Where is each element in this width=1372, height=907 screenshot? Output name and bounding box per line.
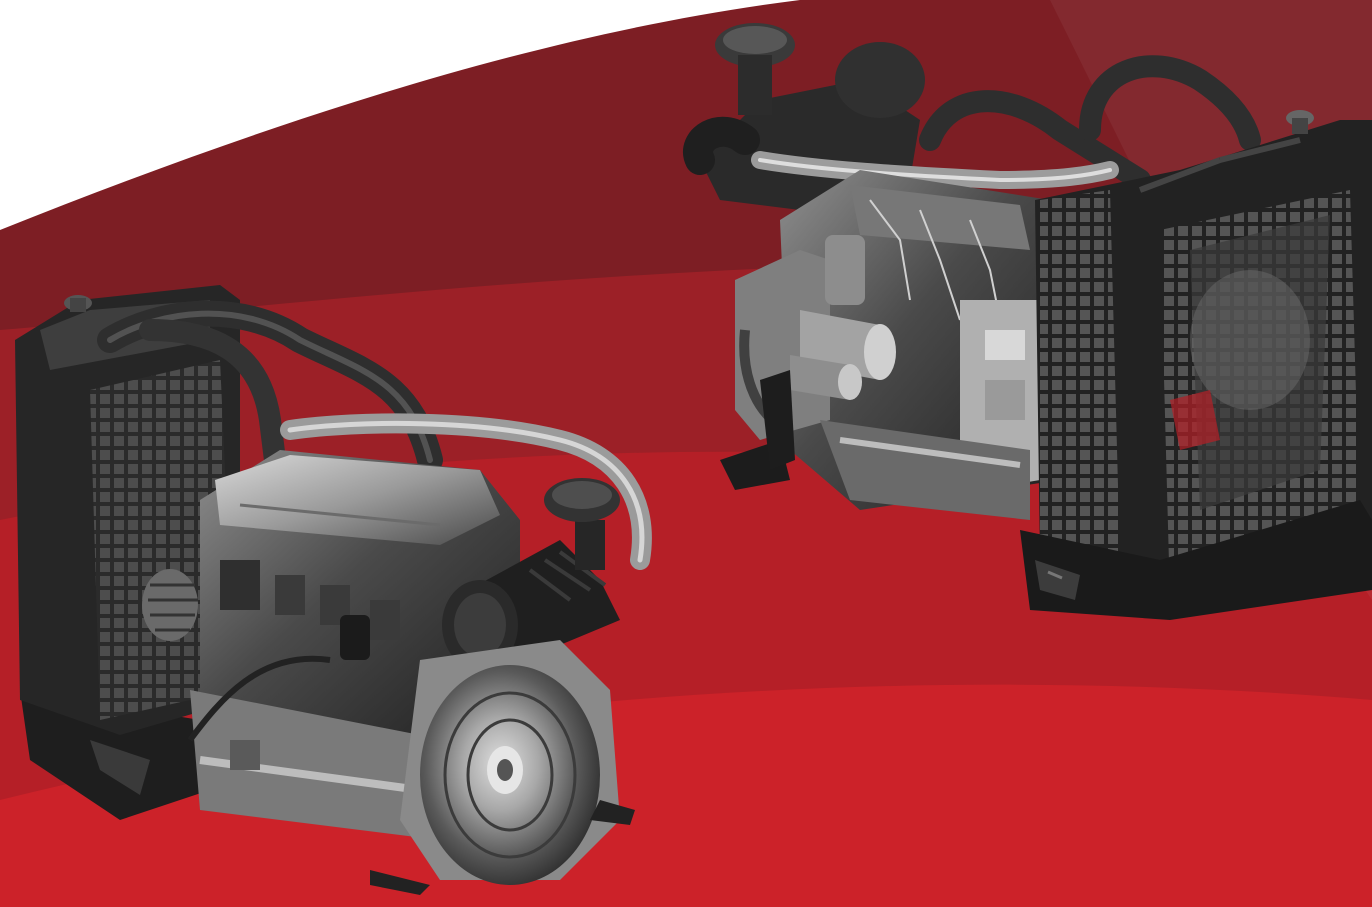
engine-right-filter bbox=[825, 235, 865, 305]
engine-left-air-filter bbox=[442, 540, 620, 670]
engine-left-oil-pan bbox=[190, 690, 440, 840]
engine-right-pipe-upper bbox=[919, 90, 1151, 191]
engine-left-oil-filter bbox=[340, 615, 370, 660]
engine-left-breather-cap bbox=[544, 478, 620, 570]
engine-right-pipe-rear bbox=[1079, 55, 1261, 151]
engine-right bbox=[683, 23, 1372, 620]
engine-right-starter bbox=[790, 310, 896, 400]
engine-left-hose-lower bbox=[139, 319, 286, 471]
engine-left-foot bbox=[590, 800, 635, 825]
engine-right-base-frame bbox=[1020, 500, 1372, 620]
engine-left-alternator bbox=[142, 569, 198, 641]
engine-left-grille bbox=[90, 360, 235, 720]
engine-left bbox=[15, 285, 652, 895]
